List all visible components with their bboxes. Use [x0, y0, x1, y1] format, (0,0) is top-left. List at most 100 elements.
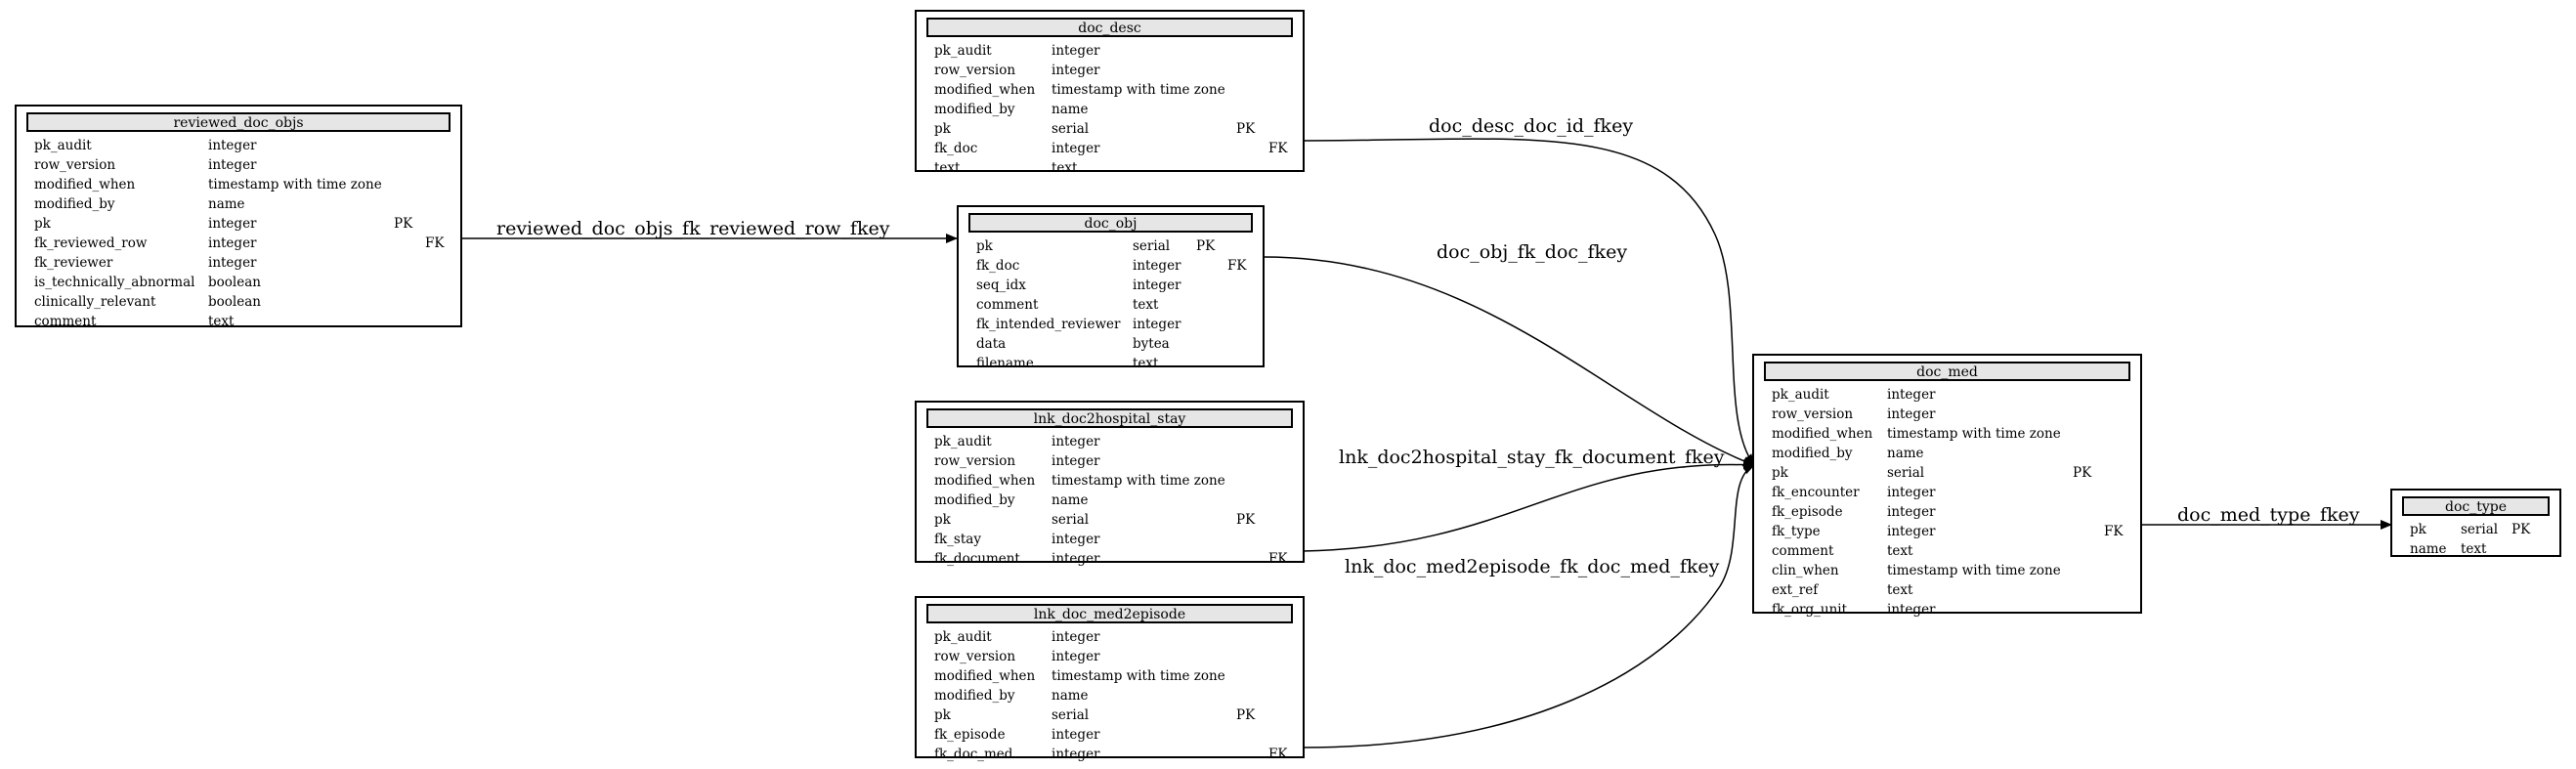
edge-label-doc-med-type-fkey: doc_med_type_fkey	[2177, 504, 2360, 526]
edge-lnk-doc2hospital-stay-to-doc-med[interactable]: lnk_doc2hospital_stay_fk_document_fkey	[1302, 447, 1755, 552]
column-type: text	[1133, 356, 1159, 371]
column-type: serial	[1887, 465, 1925, 481]
column-name: fk_episode	[1772, 504, 1843, 520]
column-name: fk_reviewer	[34, 255, 113, 271]
table-title: lnk_doc2hospital_stay	[926, 408, 1293, 428]
column-name: fk_reviewed_row	[34, 235, 148, 251]
primary-key-marker: PK	[2073, 465, 2092, 481]
table-title: doc_desc	[926, 18, 1293, 37]
column-type: integer	[1052, 453, 1100, 469]
column-name: comment	[34, 314, 97, 329]
foreign-key-marker: FK	[1268, 141, 1288, 156]
column-name: data	[976, 336, 1007, 352]
column-type: name	[1887, 446, 1924, 461]
table-title: doc_med	[1764, 362, 2130, 381]
column-type: name	[208, 196, 245, 212]
column-row: pk_audit integer	[917, 627, 1303, 647]
column-name: fk_org_unit	[1772, 602, 1848, 618]
primary-key-marker: PK	[1196, 238, 1216, 254]
edge-doc-med-to-doc-type[interactable]: doc_med_type_fkey	[2141, 504, 2392, 530]
column-name: modified_when	[934, 473, 1036, 489]
column-row: is_technically_abnormal boolean	[17, 273, 460, 292]
column-type: text	[1133, 297, 1159, 313]
column-type: integer	[1052, 43, 1100, 59]
foreign-key-marker: FK	[425, 235, 445, 251]
column-name: modified_by	[934, 688, 1015, 704]
column-type: timestamp with time zone	[1052, 473, 1225, 489]
column-type: integer	[1133, 278, 1181, 293]
column-name: pk_audit	[934, 629, 992, 645]
column-name: fk_episode	[934, 727, 1006, 743]
column-row: clin_when timestamp with time zone	[1754, 561, 2140, 580]
foreign-key-marker: FK	[2104, 524, 2124, 539]
column-row: fk_episode integer	[1754, 502, 2140, 522]
column-name: pk_audit	[934, 434, 992, 449]
column-type: boolean	[208, 275, 261, 290]
column-name: pk	[2410, 522, 2426, 537]
column-name: name	[2410, 541, 2447, 557]
column-name: modified_when	[934, 668, 1036, 684]
column-name: text	[934, 160, 961, 176]
column-type: serial	[1052, 121, 1090, 137]
column-type: integer	[1052, 532, 1100, 547]
table-title: doc_obj	[968, 213, 1253, 233]
column-type: integer	[1887, 504, 1936, 520]
column-name: clin_when	[1772, 563, 1839, 578]
column-name: comment	[1772, 543, 1834, 559]
edge-label-lnk-doc-med2episode-fk-doc-med-fkey: lnk_doc_med2episode_fk_doc_med_fkey	[1345, 556, 1720, 577]
column-name: fk_stay	[934, 532, 981, 547]
column-type: integer	[208, 255, 257, 271]
column-type: serial	[1052, 512, 1090, 528]
column-type: text	[208, 314, 235, 329]
foreign-key-marker: FK	[1227, 258, 1247, 274]
column-type: integer	[1052, 649, 1100, 664]
column-type: timestamp with time zone	[208, 177, 382, 192]
column-name: pk_audit	[934, 43, 992, 59]
edge-doc-desc-to-doc-med[interactable]: doc_desc_doc_id_fkey	[1302, 115, 1755, 466]
column-name: pk	[934, 121, 951, 137]
edge-doc-obj-to-doc-med[interactable]: doc_obj_fk_doc_fkey	[1263, 241, 1755, 466]
column-name: modified_by	[34, 196, 115, 212]
column-name: pk_audit	[34, 138, 92, 153]
column-name: fk_doc	[976, 258, 1020, 274]
column-type: integer	[1052, 629, 1100, 645]
column-type: integer	[1887, 387, 1936, 403]
column-name: pk_audit	[1772, 387, 1829, 403]
primary-key-marker: PK	[1236, 707, 1256, 723]
edge-lnk-doc-med2episode-to-doc-med[interactable]: lnk_doc_med2episode_fk_doc_med_fkey	[1302, 464, 1755, 748]
column-type: serial	[2461, 522, 2499, 537]
foreign-key-marker: FK	[1268, 747, 1288, 762]
column-row: fk_stay integer	[917, 530, 1303, 549]
column-name: fk_doc	[934, 141, 978, 156]
column-type: timestamp with time zone	[1887, 563, 2061, 578]
column-name: fk_doc_med	[934, 747, 1013, 762]
column-type: integer	[1052, 551, 1100, 567]
column-name: is_technically_abnormal	[34, 275, 195, 290]
edge-reviewed-doc-objs-to-doc-obj[interactable]: reviewed_doc_objs_fk_reviewed_row_fkey	[461, 218, 958, 243]
edge-label-doc-desc-doc-id-fkey: doc_desc_doc_id_fkey	[1429, 115, 1633, 137]
